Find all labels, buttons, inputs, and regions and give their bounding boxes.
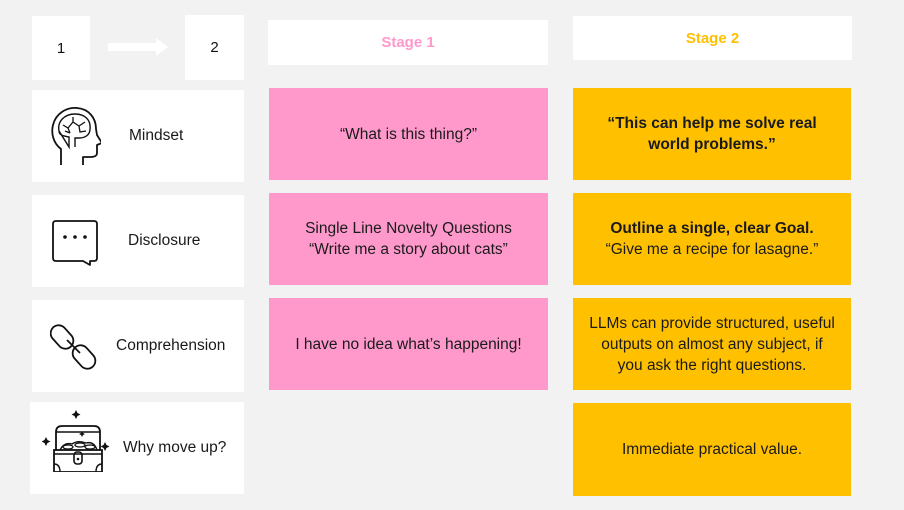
chain-link-icon xyxy=(50,324,97,370)
speech-bubble-icon xyxy=(52,220,98,266)
stage-1-comprehension-cell: I have no idea what’s happening! xyxy=(269,298,548,390)
step-2-box: 2 xyxy=(185,15,244,80)
stage-1-title: Stage 1 xyxy=(381,34,435,51)
step-1-box: 1 xyxy=(32,16,90,80)
stage-2-mindset-cell: “This can help me solve real world probl… xyxy=(573,88,851,180)
row-label-comprehension: Comprehension xyxy=(32,300,244,392)
stage-2-why-move-up-cell: Immediate practical value. xyxy=(573,403,851,496)
cell-text: Immediate practical value. xyxy=(621,441,803,458)
cell-text: Single Line Novelty Questions “Write me … xyxy=(305,220,512,258)
cell-text: LLMs can provide structured, useful outp… xyxy=(589,314,835,374)
row-label-text: Mindset xyxy=(129,127,184,144)
cell-text: Outline a single, clear Goal. “Give me a… xyxy=(605,220,819,258)
row-label-text: Comprehension xyxy=(116,337,226,354)
stage-1-mindset-cell: “What is this thing?” xyxy=(269,88,548,180)
row-label-why-move-up: Why move up? xyxy=(30,402,244,494)
stage-2-disclosure-cell: Outline a single, clear Goal. “Give me a… xyxy=(573,193,851,285)
stage-1-disclosure-cell: Single Line Novelty Questions “Write me … xyxy=(269,193,548,285)
step-1-number: 1 xyxy=(56,39,66,57)
row-label-text: Disclosure xyxy=(128,232,201,249)
brain-head-icon xyxy=(51,107,101,165)
row-label-disclosure: Disclosure xyxy=(32,195,244,287)
cell-text: I have no idea what’s happening! xyxy=(295,335,522,353)
cell-text: “What is this thing?” xyxy=(340,125,477,143)
stage-2-title: Stage 2 xyxy=(685,29,740,47)
stage-2-comprehension-cell: LLMs can provide structured, useful outp… xyxy=(573,298,851,390)
row-label-mindset: Mindset xyxy=(32,90,244,182)
treasure-chest-icon xyxy=(42,410,110,472)
row-label-text: Why move up? xyxy=(123,439,227,456)
step-2-number: 2 xyxy=(210,39,219,56)
cell-text: “This can help me solve real world probl… xyxy=(607,115,817,153)
stage-2-header: Stage 2 xyxy=(573,16,852,60)
arrow-right-icon xyxy=(108,38,168,56)
stage-1-header: Stage 1 xyxy=(268,20,548,65)
